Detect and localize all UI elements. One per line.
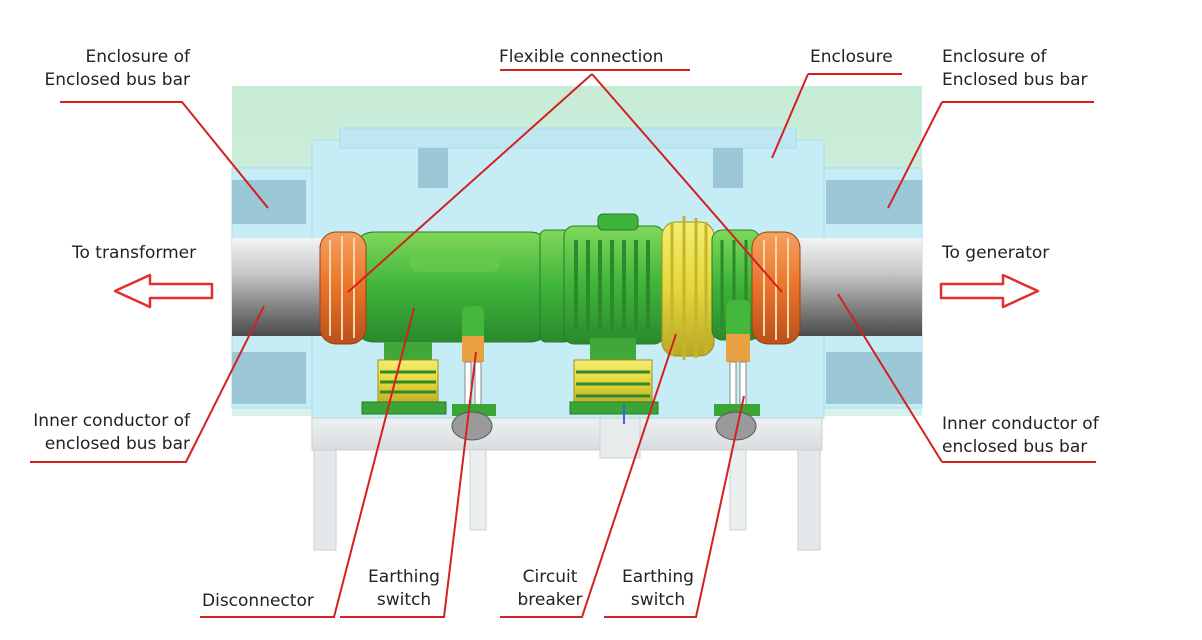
label-circuit-breaker: Circuit breaker [517,567,583,610]
label-disconnector: Disconnector [202,591,314,611]
arrow-to-transformer [113,273,214,309]
earthing-switch-right-body [714,300,760,441]
enclosure-windows [232,148,922,404]
label-enclosure: Enclosure [810,47,893,67]
label-to-generator: To generator [942,243,1050,263]
label-inner-conductor-left: Inner conductor of enclosed bus bar [33,411,190,454]
bus-bar-right [780,238,922,336]
label-enclosure-bus-left: Enclosure of Enclosed bus bar [44,47,190,90]
leader-lines [30,69,1096,618]
label-earthing-switch-left: Earthing switch [368,567,440,610]
label-flexible-connection: Flexible connection [499,47,664,67]
label-earthing-switch-right: Earthing switch [622,567,694,610]
label-inner-conductor-right: Inner conductor of enclosed bus bar [942,414,1099,457]
arrow-to-generator [939,273,1040,309]
flexible-connection-right [751,231,801,345]
label-enclosure-bus-right: Enclosure of Enclosed bus bar [942,47,1088,90]
disconnector-body [351,231,553,415]
flexible-connection-left [319,231,367,345]
earthing-switch-left-body [451,306,496,441]
label-to-transformer: To transformer [72,243,197,263]
